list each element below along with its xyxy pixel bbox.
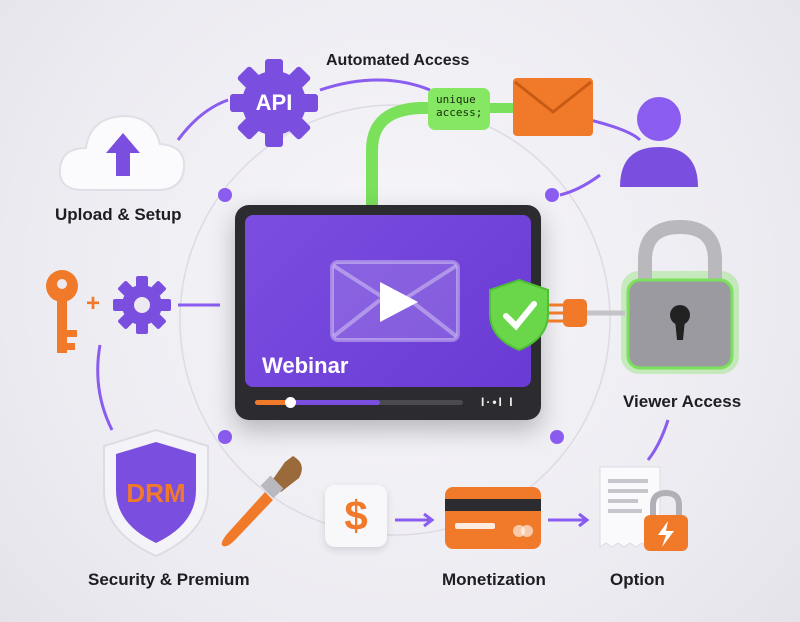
code-line: access; xyxy=(436,106,483,119)
drm-shield-icon xyxy=(103,428,209,558)
api-gear-icon xyxy=(230,59,318,147)
node-dot xyxy=(545,188,559,202)
api-label: API xyxy=(255,90,293,115)
label-automated-access: Automated Access xyxy=(326,52,470,69)
cloud-upload-icon xyxy=(58,114,186,191)
video-area[interactable]: Webinar xyxy=(245,215,531,387)
user-icon xyxy=(620,97,698,187)
plus-icon: + xyxy=(86,290,101,317)
label-upload-setup: Upload & Setup xyxy=(55,205,182,224)
node-dot xyxy=(218,430,232,444)
webinar-title: Webinar xyxy=(262,353,349,378)
receipt-lock-icon xyxy=(599,466,688,551)
key-icon xyxy=(46,270,78,353)
lock-icon xyxy=(621,219,739,374)
player-controls[interactable]: I·•I I xyxy=(481,395,515,409)
label-viewer-access: Viewer Access xyxy=(623,392,742,411)
gear-icon xyxy=(113,276,171,334)
paintbrush-icon xyxy=(221,456,302,547)
shield-check-icon xyxy=(489,278,549,352)
progress-knob[interactable] xyxy=(285,397,297,408)
dollar-tile: $ xyxy=(325,485,387,547)
webinar-player[interactable]: Webinar I·•I I xyxy=(235,205,541,420)
drm-label: DRM xyxy=(126,478,186,508)
label-security-premium: Security & Premium xyxy=(88,570,250,589)
credit-card-icon xyxy=(445,487,541,549)
label-option: Option xyxy=(610,570,665,589)
plug-icon xyxy=(545,299,625,327)
label-monetization: Monetization xyxy=(442,570,546,589)
code-bubble: unique access; xyxy=(428,88,490,130)
envelope-play-icon[interactable] xyxy=(330,260,460,342)
code-line: unique xyxy=(436,93,476,106)
envelope-icon xyxy=(513,78,593,136)
played-fill xyxy=(255,400,291,405)
node-dot xyxy=(550,430,564,444)
node-dot xyxy=(218,188,232,202)
buffered-fill xyxy=(255,400,380,405)
progress-bar[interactable] xyxy=(255,397,463,408)
dollar-icon: $ xyxy=(344,492,368,539)
